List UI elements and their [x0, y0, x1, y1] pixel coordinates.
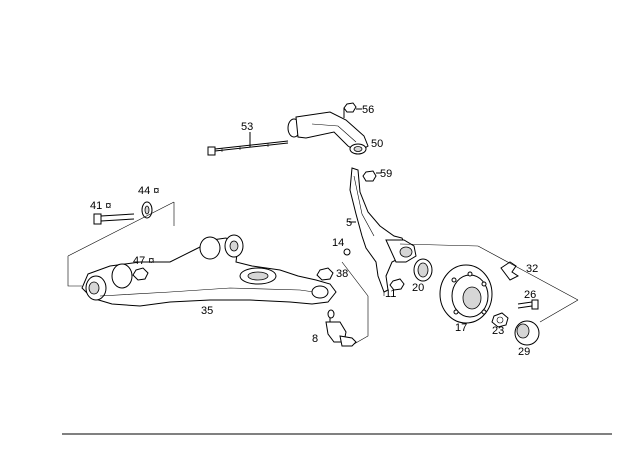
callout-29: 29 [518, 346, 530, 358]
part-20-bearing [413, 258, 433, 282]
part-17-wheel-hub [439, 264, 493, 324]
part-38-nut [316, 267, 334, 281]
part-26-bolt [517, 299, 539, 310]
callout-47: 47 ¤ [133, 255, 154, 267]
part-44-nut [141, 201, 153, 219]
callout-53: 53 [241, 121, 253, 133]
callout-8: 8 [312, 333, 318, 345]
part-53-bolt [207, 132, 289, 156]
callout-38: 38 [336, 268, 348, 280]
part-11-nut [389, 278, 405, 291]
callout-32: 32 [526, 263, 538, 275]
callout-56: 56 [362, 104, 374, 116]
assembly-bracket-lines [67, 201, 579, 345]
callout-23: 23 [492, 325, 504, 337]
callout-59: 59 [380, 168, 392, 180]
callout-17: 17 [455, 322, 467, 334]
part-5-steering-knuckle [349, 167, 417, 293]
callout-11: 11 [385, 288, 396, 300]
callout-26: 26 [524, 289, 536, 301]
part-14-washer [343, 248, 351, 256]
callout-14: 14 [332, 237, 344, 249]
part-41-bolt [93, 213, 135, 225]
part-59-nut [362, 170, 381, 182]
part-50-upper-control-arm [287, 108, 369, 155]
callout-labels: 53 56 50 59 41 ¤ 44 ¤ 5 14 47 ¤ 38 32 35… [90, 104, 538, 358]
part-47-nut [132, 267, 149, 281]
part-32-clip [500, 261, 519, 281]
part-8-ball-joint [325, 309, 357, 347]
part-23-nut [491, 312, 509, 328]
callout-35: 35 [201, 305, 213, 317]
callout-50: 50 [371, 138, 383, 150]
part-29-dust-cap [514, 320, 540, 346]
callout-44: 44 ¤ [138, 185, 159, 197]
callout-5: 5 [346, 217, 352, 229]
callout-20: 20 [412, 282, 424, 294]
part-35-lower-control-arm [81, 234, 337, 307]
part-56-nut [343, 102, 362, 113]
callout-41: 41 ¤ [90, 200, 111, 212]
